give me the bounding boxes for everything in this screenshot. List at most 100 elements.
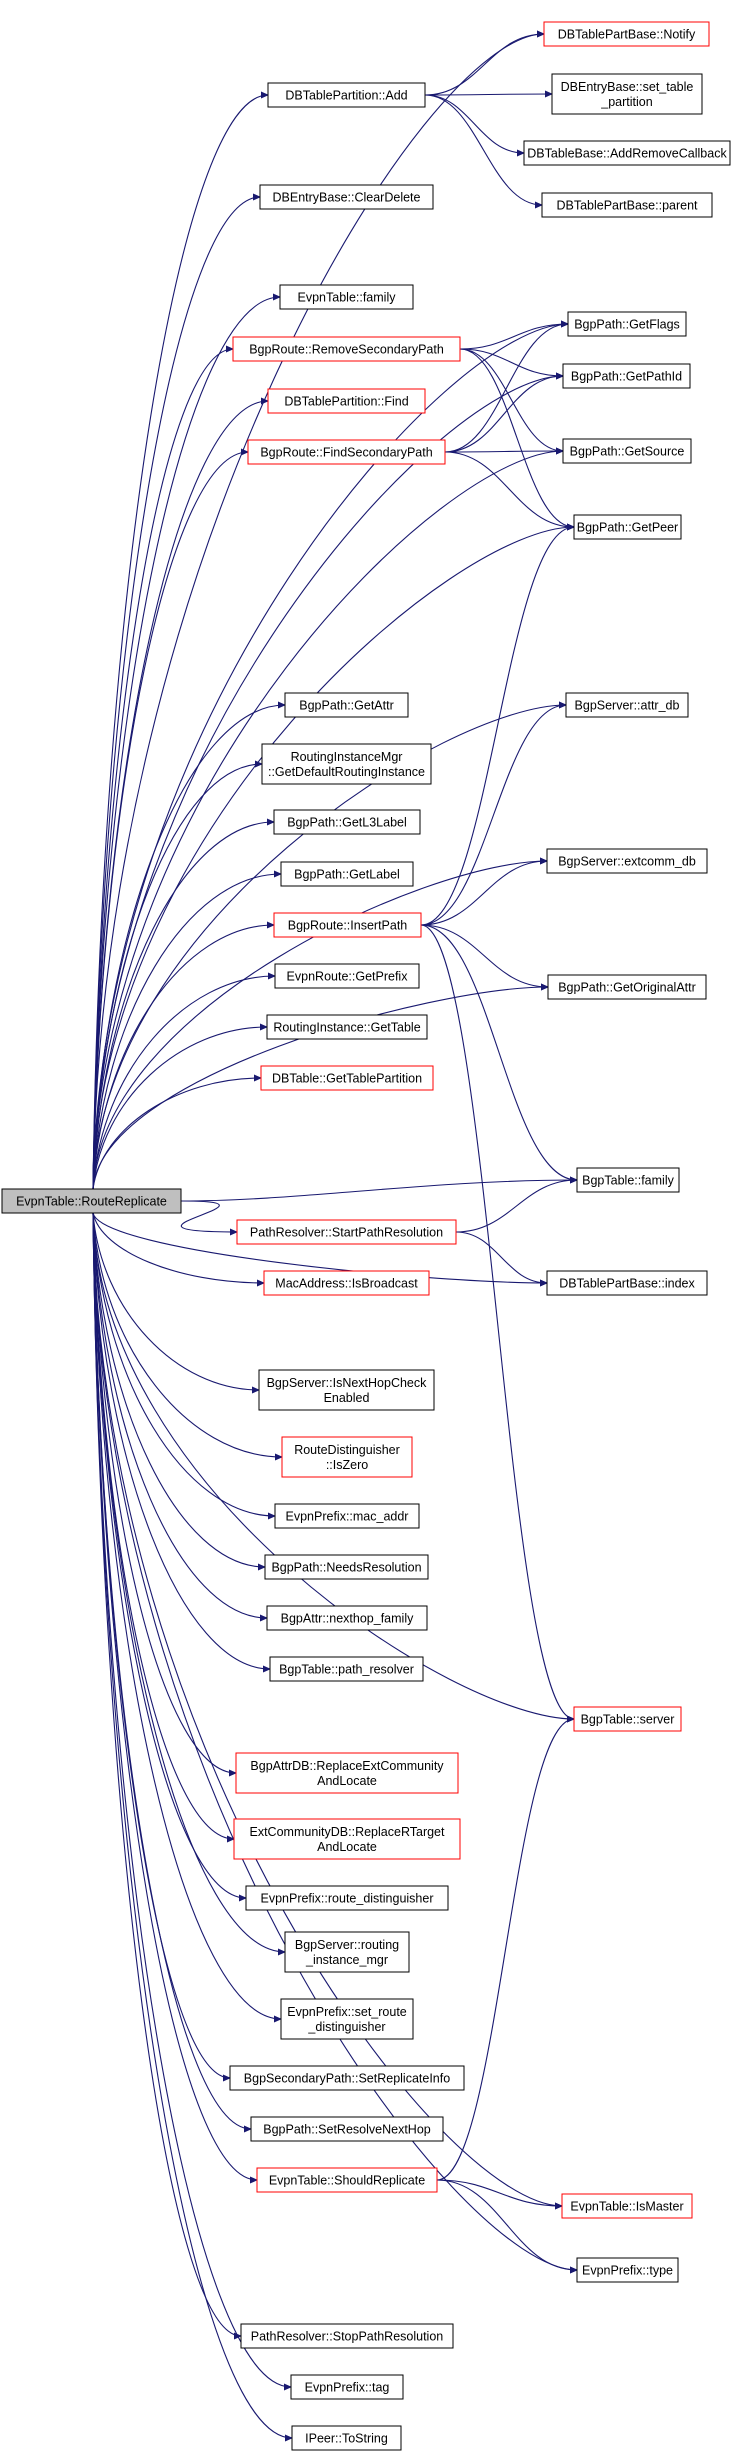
edge-bgproute_insertpath-to-bgpserver_attrdb <box>420 705 566 926</box>
node-bgpserver_routingmgr[interactable]: BgpServer::routing_instance_mgr <box>284 1931 410 1973</box>
node-evpntable_family[interactable]: EvpnTable::family <box>279 284 414 310</box>
node-box <box>284 1931 410 1973</box>
node-ipeer_tostring[interactable]: IPeer::ToString <box>291 2425 402 2451</box>
node-dbtpbase_index[interactable]: DBTablePartBase::index <box>546 1270 708 1296</box>
node-box <box>247 439 446 465</box>
node-bgproute_insertpath[interactable]: BgpRoute::InsertPath <box>273 912 422 938</box>
node-box <box>541 192 713 218</box>
node-evpntable_ismaster[interactable]: EvpnTable::IsMaster <box>561 2193 693 2219</box>
edge-root-to-bgpattr_nexthopfamily <box>92 1212 267 1618</box>
node-box <box>547 974 707 1000</box>
node-label: EvpnPrefix::route_distinguisher <box>260 1892 433 1906</box>
node-label: BgpPath::GetPathId <box>571 370 682 384</box>
node-bgproute_removesec[interactable]: BgpRoute::RemoveSecondaryPath <box>232 336 461 362</box>
edge-root-to-evpntable_ismaster <box>92 1212 562 2206</box>
node-label: EvpnPrefix::tag <box>305 2381 390 2395</box>
node-bgppath_getl3label[interactable]: BgpPath::GetL3Label <box>273 809 421 835</box>
node-bgppath_getsource[interactable]: BgpPath::GetSource <box>562 438 692 464</box>
node-dbtpart_add[interactable]: DBTablePartition::Add <box>267 82 426 108</box>
edge-root-to-bgppath_getpeer <box>92 527 574 1190</box>
node-label: DBTableBase::AddRemoveCallback <box>527 147 727 161</box>
node-mac_isbroadcast[interactable]: MacAddress::IsBroadcast <box>263 1270 430 1296</box>
node-label: BgpServer::attr_db <box>575 699 680 713</box>
node-box <box>261 743 432 785</box>
node-bgppath_setresolve[interactable]: BgpPath::SetResolveNextHop <box>250 2116 444 2142</box>
edge-root-to-bgppath_setresolve <box>92 1212 251 2129</box>
edge-root-to-bgppath_getattr <box>92 705 285 1190</box>
node-label: BgpPath::GetLabel <box>294 868 400 882</box>
node-dbentry_cleardelete[interactable]: DBEntryBase::ClearDelete <box>259 184 434 210</box>
node-pathresolver_start[interactable]: PathResolver::StartPathResolution <box>236 1219 457 1245</box>
node-box <box>266 1605 428 1631</box>
edge-evpntable_shouldrep-to-evpnprefix_type <box>436 2179 577 2270</box>
node-dbentry_settable[interactable]: DBEntryBase::set_table_partition <box>551 73 703 115</box>
node-box <box>280 1998 414 2040</box>
node-evpnroute_getprefix[interactable]: EvpnRoute::GetPrefix <box>274 963 420 989</box>
node-label: AndLocate <box>317 1774 377 1788</box>
node-label: EvpnTable::family <box>298 291 397 305</box>
edge-root-to-dbtpart_add <box>92 95 268 1190</box>
node-label: DBEntryBase::set_table <box>561 80 694 94</box>
edge-bgproute_removesec-to-bgppath_getpathid <box>459 348 563 376</box>
node-bgppath_getpathid[interactable]: BgpPath::GetPathId <box>562 363 691 389</box>
node-evpnprefix_rd[interactable]: EvpnPrefix::route_distinguisher <box>245 1885 449 1911</box>
node-label: BgpTable::family <box>582 1174 674 1188</box>
edge-root-to-bgptable_family <box>180 1180 577 1202</box>
node-bgppath_getlabel[interactable]: BgpPath::GetLabel <box>280 861 414 887</box>
node-box <box>240 2323 454 2349</box>
node-bgppath_getpeer[interactable]: BgpPath::GetPeer <box>573 514 682 540</box>
node-bgpserver_extcommdb[interactable]: BgpServer::extcomm_db <box>546 848 708 874</box>
edge-root-to-evpnprefix_setrd <box>92 1212 281 2019</box>
node-label: BgpPath::SetResolveNextHop <box>263 2123 431 2137</box>
node-box <box>236 1219 457 1245</box>
node-pathresolver_stop[interactable]: PathResolver::StopPathResolution <box>240 2323 454 2349</box>
node-bgppath_getflags[interactable]: BgpPath::GetFlags <box>567 311 687 337</box>
node-bgpsecpath_setrep[interactable]: BgpSecondaryPath::SetReplicateInfo <box>229 2065 465 2091</box>
node-bgppath_needsres[interactable]: BgpPath::NeedsResolution <box>264 1554 429 1580</box>
node-evpntable_shouldrep[interactable]: EvpnTable::ShouldReplicate <box>256 2167 438 2193</box>
node-rimgr_getdefault[interactable]: RoutingInstanceMgr::GetDefaultRoutingIns… <box>261 743 432 785</box>
node-dbtbase_addremove[interactable]: DBTableBase::AddRemoveCallback <box>523 140 731 166</box>
node-bgproute_findsec[interactable]: BgpRoute::FindSecondaryPath <box>247 439 446 465</box>
node-evpnprefix_setrd[interactable]: EvpnPrefix::set_route_distinguisher <box>280 1998 414 2040</box>
node-box <box>573 1706 682 1732</box>
node-box <box>274 1503 420 1529</box>
node-rd_iszero[interactable]: RouteDistinguisher::IsZero <box>281 1436 413 1478</box>
node-evpnprefix_type[interactable]: EvpnPrefix::type <box>576 2257 679 2283</box>
node-box <box>245 1885 449 1911</box>
edge-root-to-mac_isbroadcast <box>92 1212 264 1283</box>
node-dbtpbase_notify[interactable]: DBTablePartBase::Notify <box>543 21 710 47</box>
node-dbtpbase_parent[interactable]: DBTablePartBase::parent <box>541 192 713 218</box>
node-root[interactable]: EvpnTable::RouteReplicate <box>1 1188 182 1214</box>
node-label: EvpnRoute::GetPrefix <box>287 970 409 984</box>
node-dbtpart_find[interactable]: DBTablePartition::Find <box>267 388 426 414</box>
node-box <box>562 438 692 464</box>
node-bgptable_server[interactable]: BgpTable::server <box>573 1706 682 1732</box>
node-ri_gettable[interactable]: RoutingInstance::GetTable <box>266 1014 428 1040</box>
edge-dbtpart_add-to-dbtpbase_parent <box>424 94 542 205</box>
node-bgpattr_nexthopfamily[interactable]: BgpAttr::nexthop_family <box>266 1605 428 1631</box>
node-box <box>250 2116 444 2142</box>
node-bgpserver_attrdb[interactable]: BgpServer::attr_db <box>565 692 689 718</box>
edge-bgproute_removesec-to-bgppath_getsource <box>459 348 563 451</box>
node-bgppath_getattr[interactable]: BgpPath::GetAttr <box>284 692 409 718</box>
node-bgptable_family[interactable]: BgpTable::family <box>576 1167 680 1193</box>
edge-root-to-bgptable_pathresolver <box>92 1212 270 1669</box>
edge-root-to-evpntable_shouldrep <box>92 1212 257 2180</box>
edge-dbtpart_add-to-dbentry_settable <box>424 94 552 95</box>
edge-pathresolver_start-to-dbtpbase_index <box>455 1231 547 1283</box>
node-box <box>565 692 689 718</box>
node-evpnprefix_macaddr[interactable]: EvpnPrefix::mac_addr <box>274 1503 420 1529</box>
node-label: Enabled <box>324 1391 370 1405</box>
node-bgppath_getoriginalattr[interactable]: BgpPath::GetOriginalAttr <box>547 974 707 1000</box>
node-box <box>290 2374 404 2400</box>
node-box <box>259 184 434 210</box>
node-box <box>546 1270 708 1296</box>
node-bgptable_pathresolver[interactable]: BgpTable::path_resolver <box>269 1656 424 1682</box>
node-box <box>573 514 682 540</box>
node-dbtable_gettablepart[interactable]: DBTable::GetTablePartition <box>260 1065 434 1091</box>
node-evpnprefix_tag[interactable]: EvpnPrefix::tag <box>290 2374 404 2400</box>
